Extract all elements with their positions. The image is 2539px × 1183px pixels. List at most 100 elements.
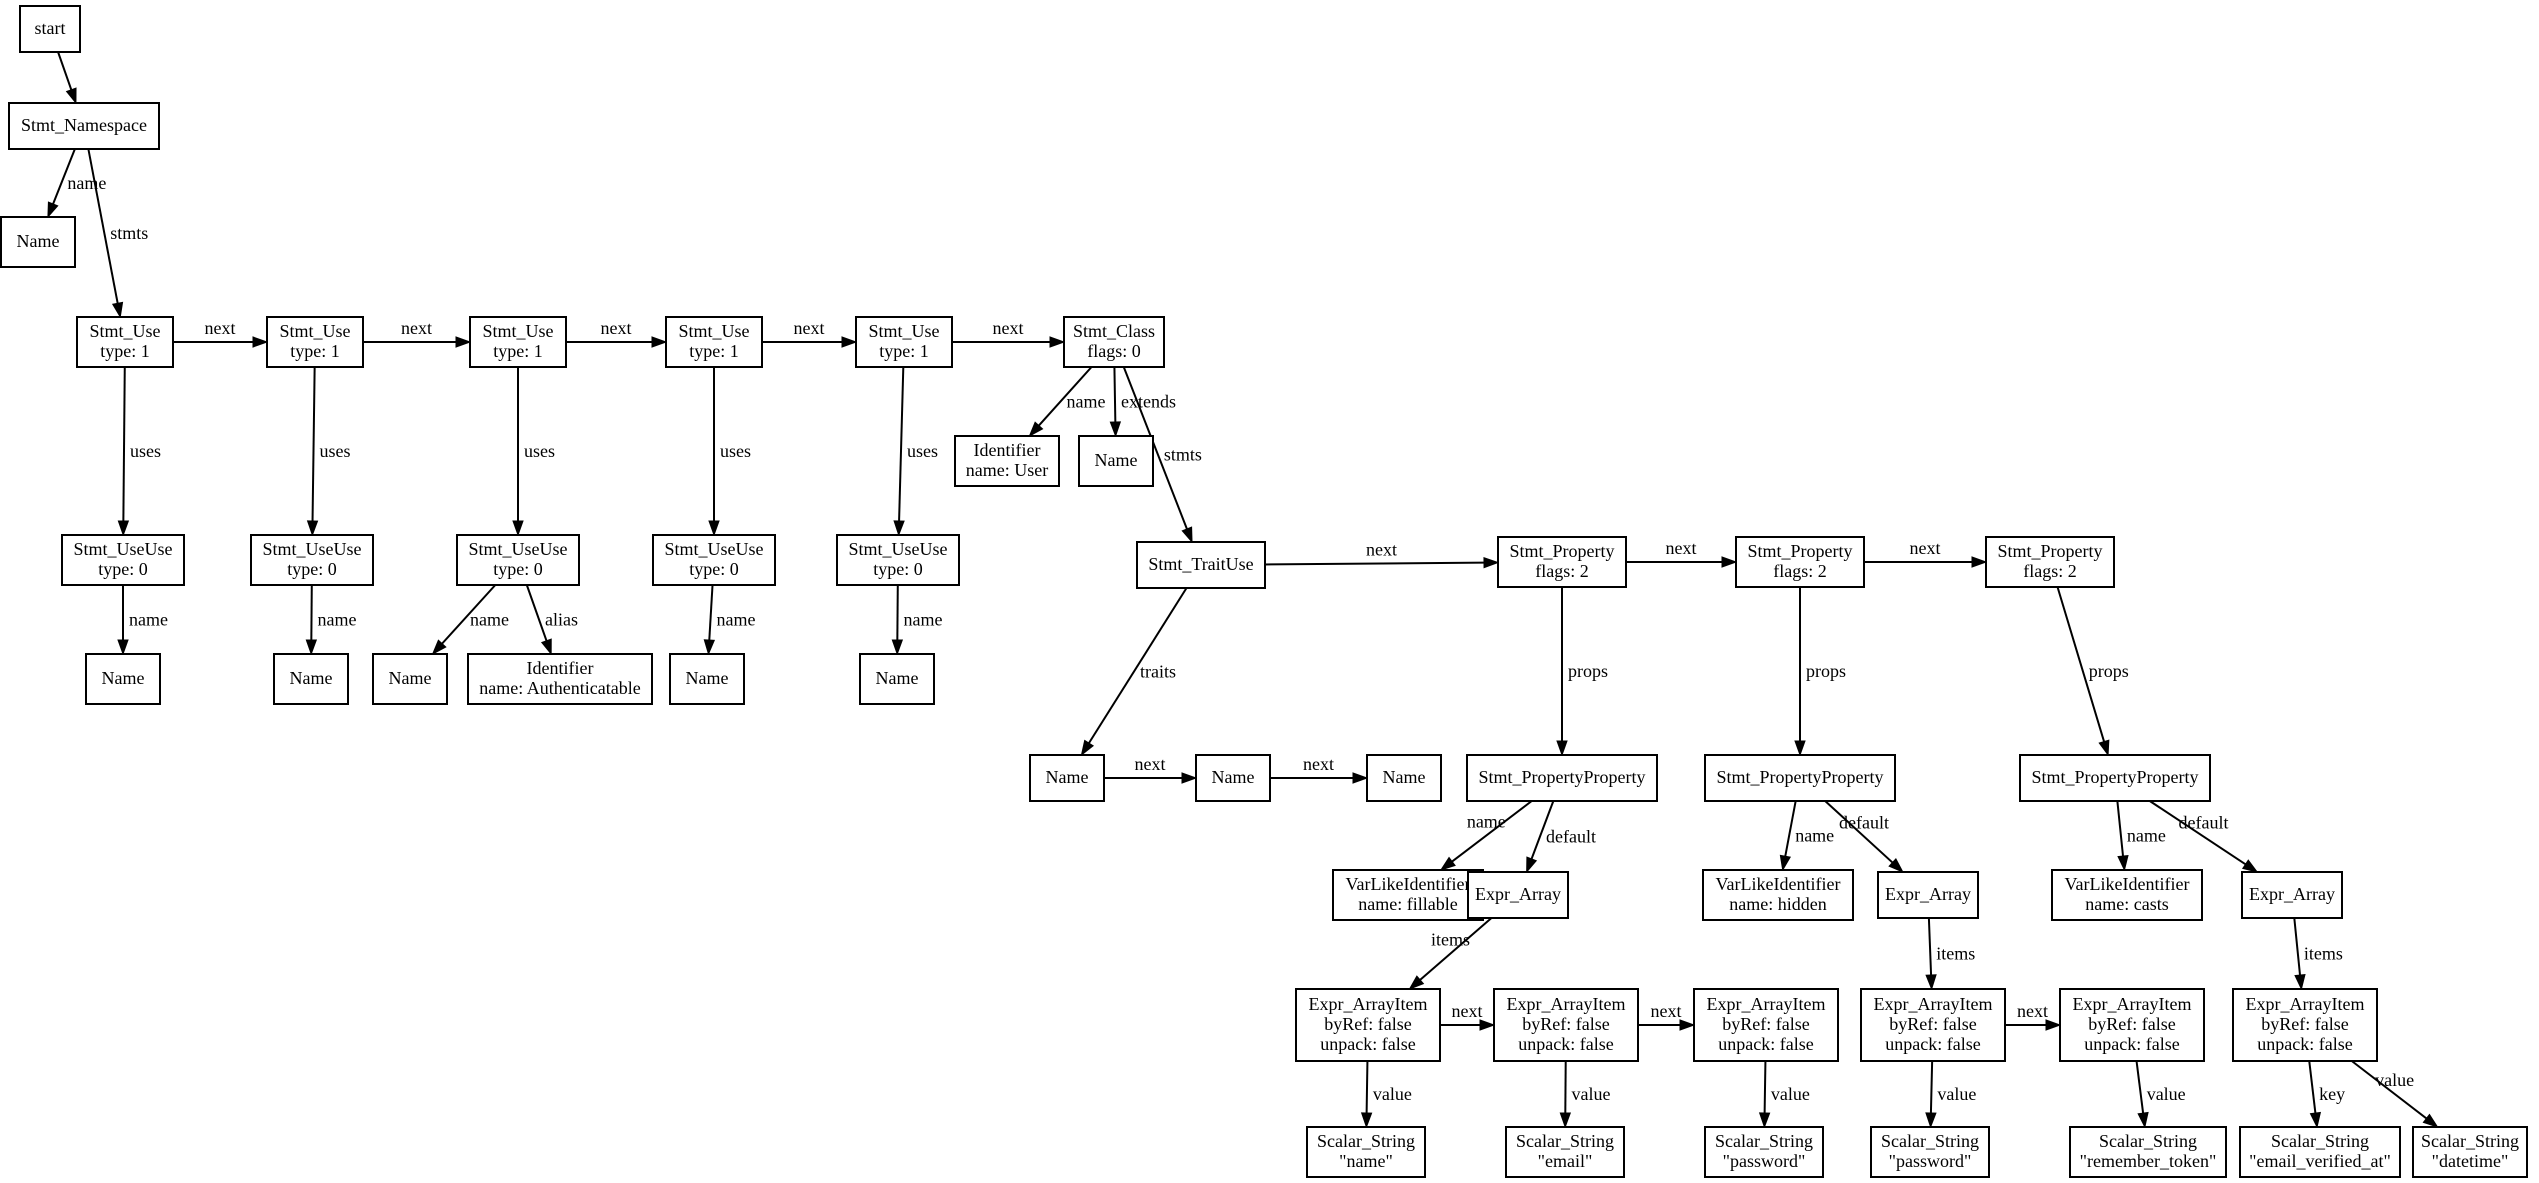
node-label-line: start: [35, 18, 66, 38]
node-arr1: Expr_Array: [1467, 871, 1569, 919]
node-label-line: "email": [1538, 1151, 1593, 1171]
arrowhead: [1080, 739, 1095, 757]
edge-label: uses: [524, 441, 555, 461]
node-label-line: Stmt_Class: [1073, 321, 1155, 341]
node-label-line: Identifier: [527, 658, 594, 678]
arrowhead: [2309, 1111, 2322, 1129]
edge-prop3-to-pp3: props: [2056, 586, 2129, 757]
arrowhead: [2098, 739, 2110, 757]
node-box: [456, 534, 580, 586]
edge-label: value: [1937, 1084, 1976, 1104]
edge-label: name: [318, 610, 357, 630]
node-box: [2019, 754, 2211, 802]
edge-label: props: [2089, 661, 2129, 681]
node-label-line: flags: 0: [1087, 341, 1141, 361]
edge-line: [898, 366, 905, 522]
node-label-line: Scalar_String: [1715, 1131, 1813, 1151]
node-box: [8, 102, 160, 150]
node-label-line: Stmt_Namespace: [21, 115, 147, 135]
arrowhead: [1352, 772, 1369, 784]
edge-use3-to-uu3: uses: [512, 367, 555, 537]
edge-label: next: [1366, 540, 1397, 560]
edge-label: name: [1067, 392, 1106, 412]
edge-uu5-to-uu5_name: name: [891, 584, 942, 656]
edge-line: [2351, 1060, 2428, 1120]
node-box: [1295, 988, 1441, 1062]
node-label-line: unpack: false: [1320, 1034, 1415, 1054]
node-box: [2232, 988, 2378, 1062]
edge-label: props: [1806, 661, 1846, 681]
arrowhead: [1556, 740, 1568, 757]
arrowhead: [1925, 1112, 1937, 1129]
node-label-line: Scalar_String: [1317, 1131, 1415, 1151]
edge-use5-to-uu5: uses: [893, 366, 938, 537]
edge-ai2-to-s2: value: [1559, 1060, 1610, 1129]
node-box: [1877, 871, 1979, 919]
edge-label: items: [1936, 944, 1975, 964]
node-label-line: name: casts: [2085, 894, 2168, 914]
node-label-line: Name: [686, 668, 729, 688]
edge-uu1-to-uu1_name: name: [117, 585, 168, 656]
edge-pp3-to-vli3: name: [2116, 800, 2166, 872]
edge-ai3-to-s3: value: [1758, 1060, 1810, 1129]
node-label-line: name: Authenticatable: [479, 678, 640, 698]
edge-ai1-to-s1: value: [1360, 1060, 1412, 1129]
arrowhead: [2294, 974, 2306, 991]
node-box: [1306, 1126, 1426, 1178]
arrowhead: [1779, 854, 1791, 872]
node-box: [859, 653, 935, 705]
node-box: [1078, 435, 1154, 487]
arrowhead: [455, 336, 472, 348]
node-label-line: type: 1: [879, 341, 929, 361]
node-s4: Scalar_String"password": [1870, 1126, 1990, 1178]
edge-line: [525, 584, 548, 642]
edge-pp3-to-arr3: default: [2149, 800, 2259, 873]
node-label-line: byRef: false: [2261, 1014, 2348, 1034]
edge-label: default: [1546, 827, 1596, 847]
edge-line: [1530, 800, 1555, 860]
node-label-line: Expr_ArrayItem: [1507, 994, 1626, 1014]
edge-line: [52, 148, 76, 205]
edge-line: [1763, 1060, 1767, 1114]
edge-prop1-to-prop2: next: [1626, 538, 1738, 568]
node-label-line: Stmt_UseUse: [263, 539, 362, 559]
node-box: [1497, 536, 1627, 588]
edge-line: [1038, 366, 1093, 427]
node-label-line: Stmt_Use: [279, 321, 350, 341]
node-label-line: Stmt_Use: [678, 321, 749, 341]
node-label-line: flags: 2: [1773, 561, 1827, 581]
node-label-line: Scalar_String: [2099, 1131, 2197, 1151]
edge-line: [1264, 561, 1485, 566]
node-box: [1366, 754, 1442, 802]
edge-line: [2149, 800, 2247, 866]
edge-use2-to-uu2: uses: [306, 366, 351, 537]
node-box: [372, 653, 448, 705]
edge-use2-to-use3: next: [363, 318, 472, 348]
node-label-line: type: 1: [100, 341, 150, 361]
arrowhead: [1479, 1019, 1496, 1031]
edge-ai2-to-ai3: next: [1638, 1001, 1696, 1031]
node-box: [652, 534, 776, 586]
node-traituse: Stmt_TraitUse: [1136, 541, 1266, 589]
node-box: [1860, 988, 2006, 1062]
node-label-line: Identifier: [974, 440, 1041, 460]
node-uu5_name: Name: [859, 653, 935, 705]
node-label-line: Name: [389, 668, 432, 688]
node-label-line: unpack: false: [1518, 1034, 1613, 1054]
arrowhead: [1181, 526, 1193, 544]
node-box: [1704, 754, 1896, 802]
edge-line: [1784, 800, 1797, 857]
node-label-line: byRef: false: [1324, 1014, 1411, 1034]
node-label-line: Expr_ArrayItem: [2073, 994, 2192, 1014]
node-ns_name: Name: [0, 216, 76, 268]
edge-label: stmts: [110, 223, 148, 243]
node-label-line: unpack: false: [1718, 1034, 1813, 1054]
